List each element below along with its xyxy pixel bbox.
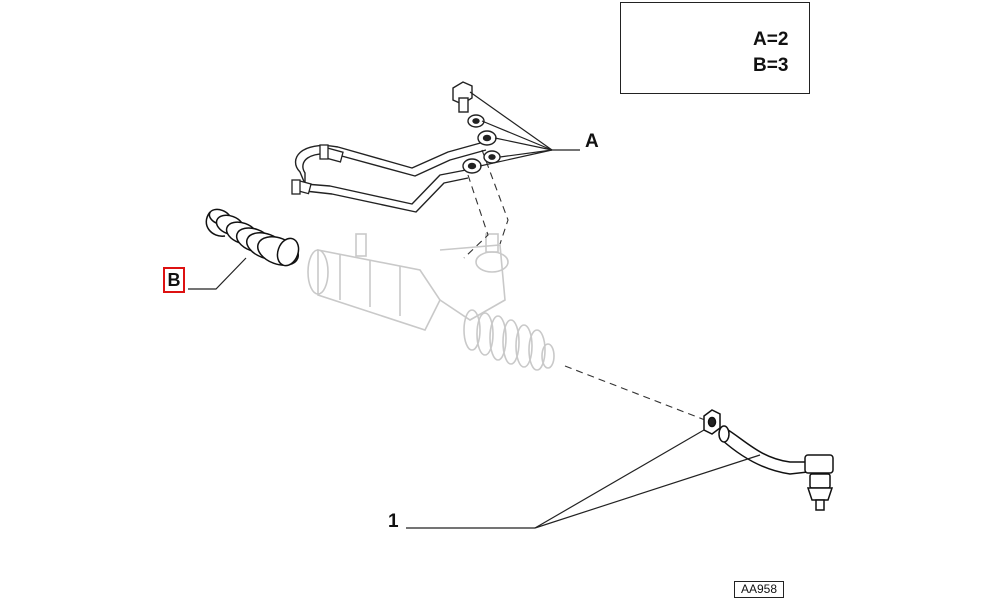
steering-boot [205,208,300,267]
rack-housing-ribs [339,255,401,316]
callout-a: A [585,131,599,152]
leader-lines-1 [406,429,761,529]
assembly-dash-lines [463,149,706,421]
rack-housing-end [307,249,329,295]
rack-pinion [475,251,509,273]
tie-rod-end [718,425,834,511]
steering-rack [307,233,555,371]
rack-port-2 [485,233,499,253]
rack-valve-body [439,244,506,321]
rack-housing [317,249,441,331]
diagram-reference-code: AA958 [734,581,784,598]
bolt-shank [458,97,469,113]
leader-lines-a [469,91,580,167]
rack-bellows [463,309,555,371]
quantity-b: B=3 [753,55,789,76]
rack-port-1 [355,233,367,257]
callout-1: 1 [388,511,399,532]
fastener-set-a [452,81,501,174]
quantity-box: A=2 B=3 [620,2,810,94]
callout-b-highlighted: B [163,267,185,293]
quantity-a: A=2 [753,29,789,50]
pipe-unions [291,144,344,195]
leader-line-b [188,257,247,290]
tie-rod-nut [703,409,721,435]
